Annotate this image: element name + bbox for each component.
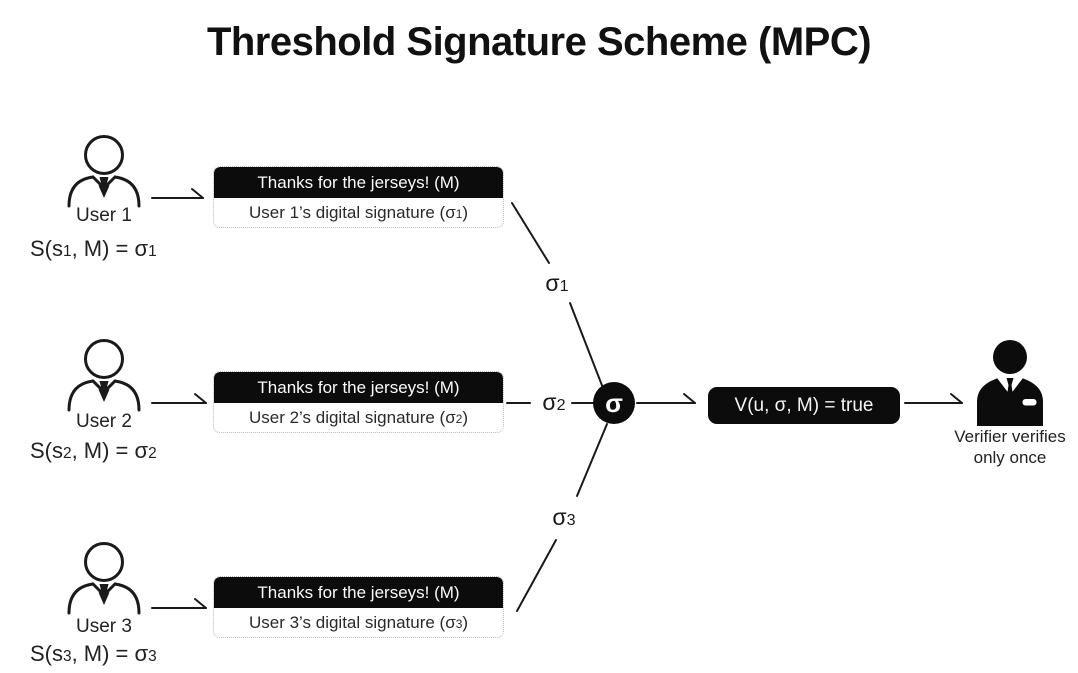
user1-message-text: Thanks for the jerseys! (M) — [214, 167, 503, 198]
user2-message-box: Thanks for the jerseys! (M) User 2’s dig… — [213, 371, 504, 433]
verification-result-box: V(u, σ, M) = true — [708, 387, 900, 424]
arrow-verify-box-to-verifier — [904, 393, 963, 404]
verifier-caption-line2: only once — [973, 448, 1047, 467]
arrow-user3-to-box — [151, 598, 207, 609]
sigma2-share-label: σ2 — [542, 389, 566, 415]
user3-person-outline-icon — [67, 542, 141, 615]
user1-signing-formula: S(s1, M) = σ1 — [30, 236, 157, 261]
user3-signing-formula: S(s3, M) = σ3 — [30, 641, 157, 666]
verifier-caption: Verifier verifies only once — [942, 426, 1078, 468]
diagram-title: Threshold Signature Scheme (MPC) — [206, 20, 872, 64]
user3-signature-text: User 3’s digital signature (σ3) — [248, 613, 468, 632]
user3-message-text: Thanks for the jerseys! (M) — [214, 577, 503, 608]
user2-person-outline-icon — [67, 339, 141, 412]
arrow-user2-to-box — [151, 393, 207, 404]
connector-sigma3-to-node — [576, 423, 608, 497]
connector-sigma1-to-node — [569, 302, 604, 389]
user2-message-text: Thanks for the jerseys! (M) — [214, 372, 503, 403]
aggregated-signature-node: σ — [593, 382, 635, 424]
user1-label: User 1 — [76, 205, 132, 226]
connector-box1-to-sigma1 — [511, 202, 550, 264]
user1-person-outline-icon — [67, 135, 141, 208]
arrow-node-to-verify-box — [636, 393, 696, 404]
user2-label: User 2 — [76, 411, 132, 432]
user1-signature-text: User 1’s digital signature (σ1) — [248, 203, 468, 222]
sigma1-share-label: σ1 — [545, 270, 569, 296]
user3-label: User 3 — [76, 616, 132, 637]
user3-message-box: Thanks for the jerseys! (M) User 3’s dig… — [213, 576, 504, 638]
verifier-caption-line1: Verifier verifies — [954, 427, 1066, 446]
user2-signing-formula: S(s2, M) = σ2 — [30, 438, 157, 463]
sigma3-share-label: σ3 — [552, 504, 576, 530]
connector-box3-to-sigma3 — [516, 539, 557, 612]
verifier-businessman-icon — [977, 340, 1043, 426]
arrow-user1-to-box — [151, 188, 204, 199]
user2-signature-text: User 2’s digital signature (σ2) — [248, 408, 468, 427]
user1-message-box: Thanks for the jerseys! (M) User 1’s dig… — [213, 166, 504, 228]
